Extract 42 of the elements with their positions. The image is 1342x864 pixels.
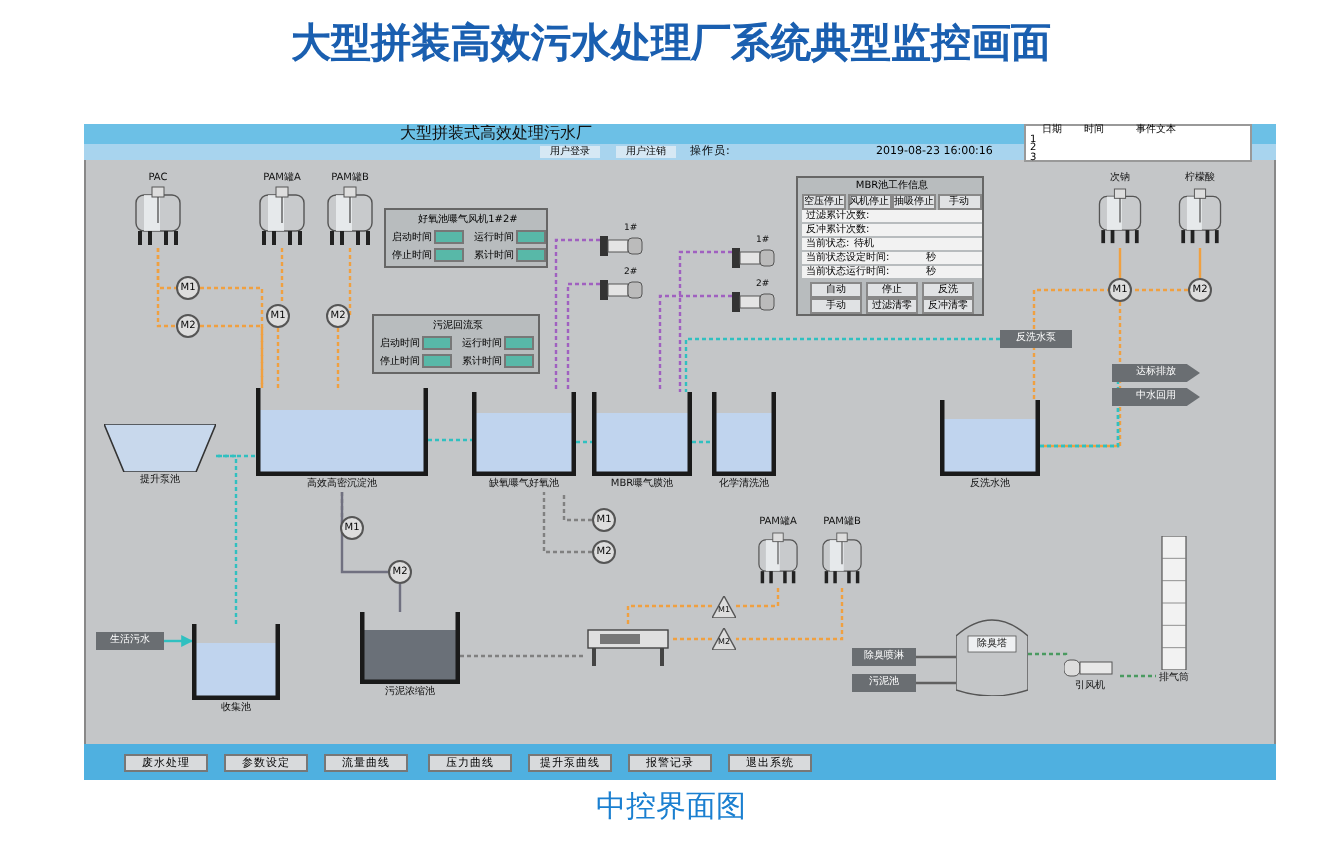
status-panel [372, 314, 540, 374]
pipe-line [1120, 674, 1156, 678]
pipe-line [916, 681, 956, 685]
pipe-line [340, 492, 388, 574]
pipe-line [736, 588, 780, 608]
pipe-line [672, 637, 712, 641]
pipe-line [1118, 248, 1122, 278]
pipe-line [460, 654, 584, 658]
pipe-line [566, 282, 600, 392]
pipe-line [348, 248, 352, 318]
pipe-line [200, 324, 264, 388]
pipe-line [336, 328, 340, 388]
status-panel [384, 208, 548, 268]
pipe-line [1198, 248, 1202, 278]
pipe-line [200, 286, 264, 388]
caption: 中控界面图 [594, 788, 748, 826]
diagram-title: 大型拼装高效污水处理厂系统典型监控画面 [289, 16, 1053, 70]
pipe-line [280, 248, 284, 304]
pipe-line [164, 635, 194, 647]
screen-title: 大型拼装式高效处理污水厂 [400, 124, 592, 144]
pipe-line [576, 440, 592, 444]
pipe-line [542, 492, 592, 554]
pipe-line [1040, 406, 1120, 448]
control-panel [796, 176, 984, 316]
pipe-line [684, 337, 1000, 392]
pipe-line [428, 438, 472, 442]
pipe-line [156, 248, 176, 328]
pipe-line [626, 604, 712, 624]
pipe-line [216, 454, 256, 458]
pipe-line [562, 492, 592, 522]
pipe-line [554, 238, 600, 392]
pipe-line [916, 655, 956, 659]
pipe-line [736, 588, 844, 641]
pipe-line [678, 250, 732, 392]
pipe-line [216, 454, 238, 624]
pipe-line [276, 328, 280, 388]
pipe-line [1040, 302, 1122, 448]
pipe-line [1032, 288, 1188, 400]
pipe-line [658, 294, 732, 392]
pipe-line [692, 440, 712, 444]
pipe-line [1028, 652, 1068, 657]
pipe-line [398, 584, 402, 612]
